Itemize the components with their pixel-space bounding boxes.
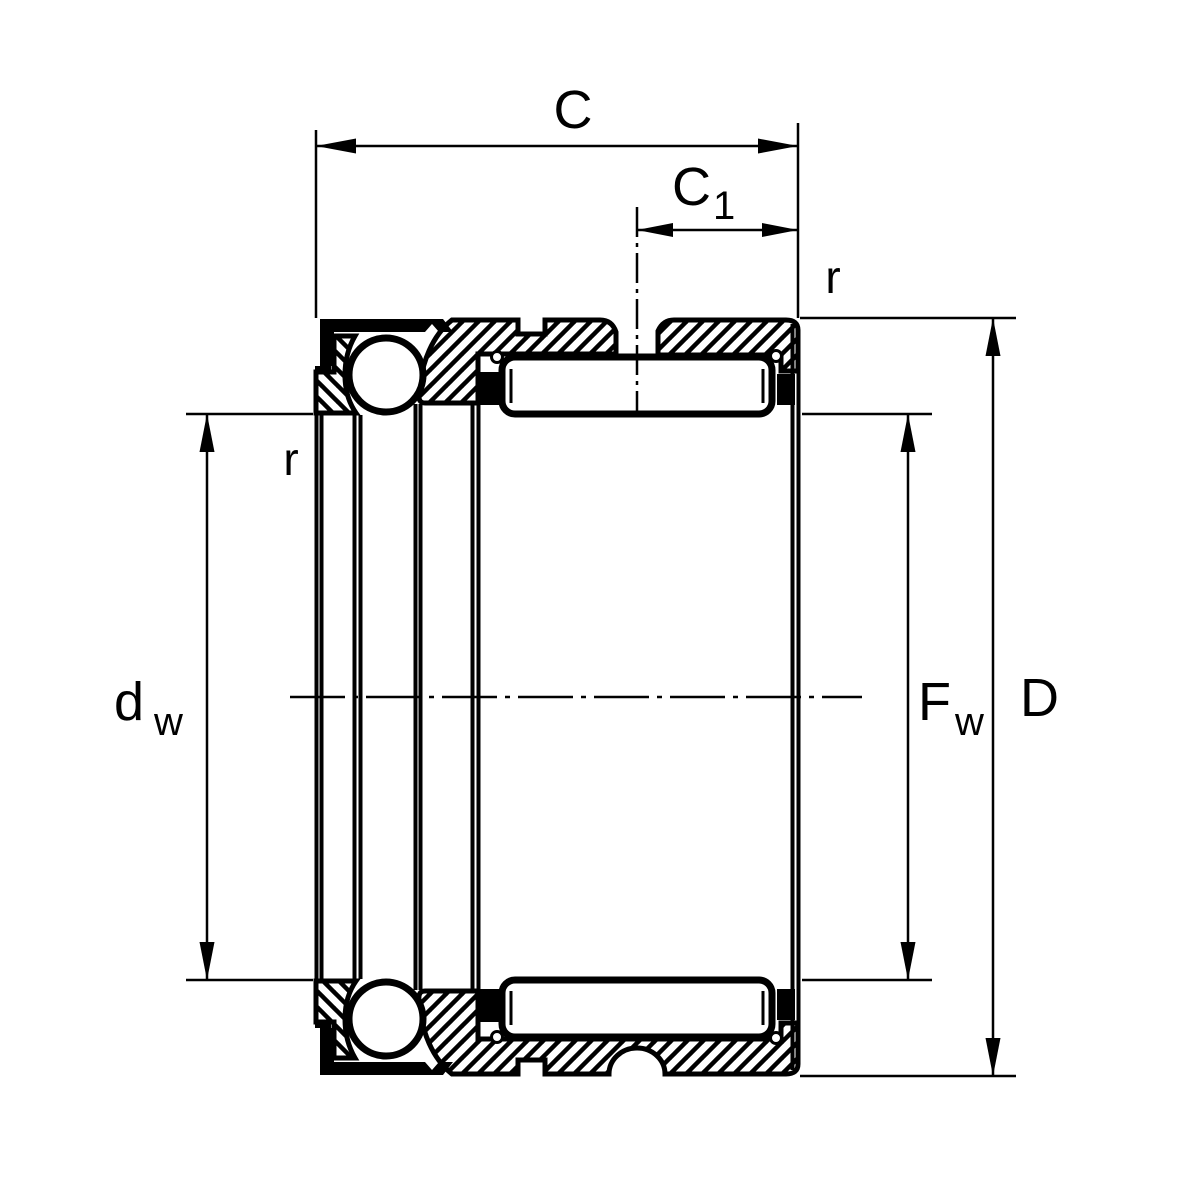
arrowhead-down [199,942,215,980]
dimension-D: D [800,316,1059,1078]
dimension-C: C [314,80,800,318]
dimension-C1: C1 [637,157,798,237]
thrust-ball [345,334,427,416]
seal-block-left [478,372,500,405]
arrowhead-left [637,223,673,237]
arrowhead-up [985,318,1001,356]
bearing-lower-half [313,976,795,1075]
arrowhead-up [199,414,215,452]
thrust-washer-section [313,978,361,1061]
label-C1: C1 [672,157,735,228]
cage-lip-left [490,1030,504,1044]
left-seal [315,1022,453,1075]
label-r-top: r [825,251,840,303]
arrowhead-right [762,223,798,237]
outer-ring-top-left [416,317,619,406]
seal-block-left [478,989,500,1022]
label-D: D [1020,668,1059,728]
thrust-washer-section [313,333,361,416]
outer-ring-top-section [416,317,801,406]
left-seal [315,319,453,372]
arrowhead-up [900,414,916,452]
arrowhead-left [316,138,356,154]
arrowhead-down [985,1038,1001,1076]
label-C: C [554,80,593,140]
needle-roller [498,976,776,1041]
cage-lip-left [490,350,504,364]
cage-lip-right [769,1031,783,1045]
label-r-left: r [283,433,298,485]
thrust-ball [345,978,427,1060]
arrowhead-right [758,138,798,154]
arrowhead-down [900,942,916,980]
cage-lip-right [769,349,783,363]
